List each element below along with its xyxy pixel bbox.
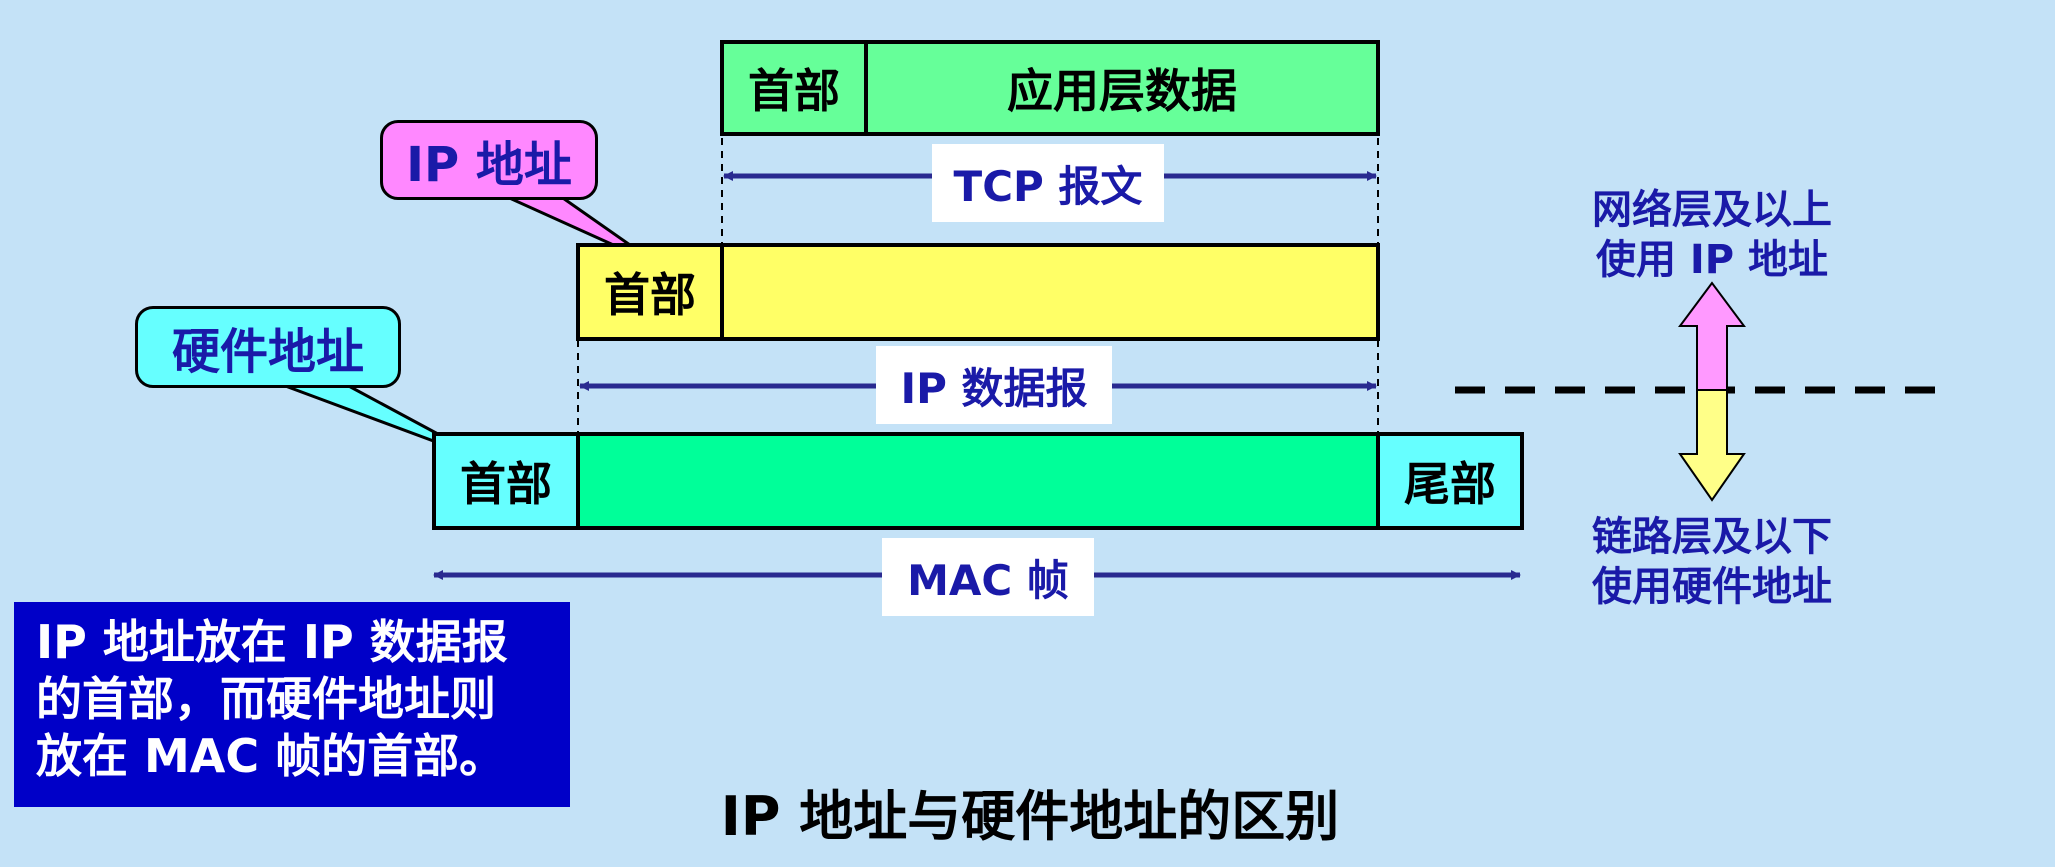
mac-header-text: 首部 xyxy=(460,457,552,511)
lower-layer-text: 链路层及以下 使用硬件地址 xyxy=(1552,512,1872,612)
ip-header-text: 首部 xyxy=(604,268,696,322)
mac-frame-label: MAC 帧 xyxy=(882,538,1094,616)
note-line-2: 的首部，而硬件地址则 xyxy=(36,672,496,726)
explanation-note: IP 地址放在 IP 数据报 的首部，而硬件地址则 放在 MAC 帧的首部。 xyxy=(14,602,570,807)
hardware-address-callout-text: 硬件地址 xyxy=(171,324,364,380)
tcp-header-text: 首部 xyxy=(748,64,840,118)
tcp-header-cell: 首部 xyxy=(720,40,868,136)
mac-trailer-text: 尾部 xyxy=(1404,457,1496,511)
diagram-title: IP 地址与硬件地址的区别 xyxy=(720,785,1340,848)
mac-header-cell: 首部 xyxy=(432,432,580,530)
mac-trailer-cell: 尾部 xyxy=(1376,432,1524,530)
ip-payload-cell xyxy=(720,243,1380,341)
down-arrow-icon xyxy=(1678,389,1746,502)
lower-layer-line-1: 链路层及以下 xyxy=(1592,514,1832,560)
upper-layer-line-1: 网络层及以上 xyxy=(1592,187,1832,233)
tcp-segment-label: TCP 报文 xyxy=(932,144,1164,222)
note-line-3: 放在 MAC 帧的首部。 xyxy=(36,729,506,783)
tcp-data-cell: 应用层数据 xyxy=(864,40,1380,136)
ip-address-callout: IP 地址 xyxy=(380,120,598,200)
up-arrow-icon xyxy=(1678,281,1746,391)
ip-address-callout-text: IP 地址 xyxy=(406,137,572,193)
upper-layer-line-2: 使用 IP 地址 xyxy=(1595,237,1829,283)
ip-datagram-label: IP 数据报 xyxy=(876,346,1112,424)
ip-header-cell: 首部 xyxy=(576,243,724,341)
tcp-data-text: 应用层数据 xyxy=(1007,64,1237,118)
mac-payload-cell xyxy=(576,432,1380,530)
note-line-1: IP 地址放在 IP 数据报 xyxy=(36,615,508,669)
lower-layer-line-2: 使用硬件地址 xyxy=(1592,564,1832,610)
upper-layer-text: 网络层及以上 使用 IP 地址 xyxy=(1552,185,1872,285)
hardware-address-callout: 硬件地址 xyxy=(135,306,401,388)
